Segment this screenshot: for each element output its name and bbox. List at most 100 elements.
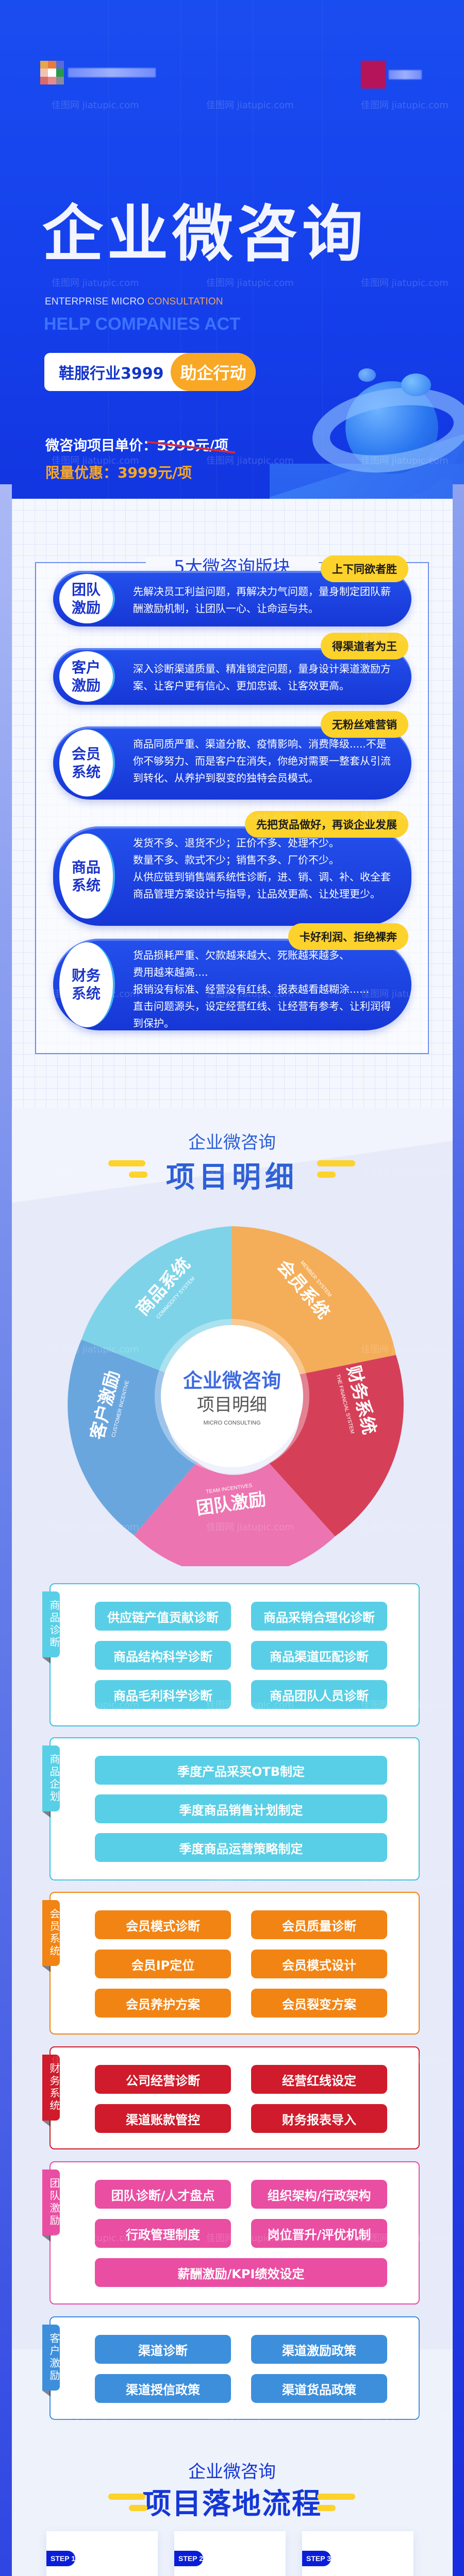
- logo-icon: [40, 61, 64, 84]
- category-item-button[interactable]: 岗位晋升/评优机制: [251, 2219, 387, 2248]
- category-item-button[interactable]: 财务报表导入: [251, 2104, 387, 2133]
- pain-card: 无粉丝难营销 会员 系统 商品同质严重、渠道分散、疫情影响、消费降级.....不…: [53, 711, 411, 800]
- category-item-button[interactable]: 商品团队人员诊断: [251, 1680, 387, 1709]
- category-item-button[interactable]: 经营红线设定: [251, 2065, 387, 2094]
- wheel-segment-team: [134, 1462, 335, 1566]
- hero-promo-pill: 鞋服行业3999 助企行动: [44, 353, 256, 391]
- category-item-button[interactable]: 商品采销合理化诊断: [251, 1602, 387, 1631]
- step-number-badge: STEP 3: [302, 2551, 331, 2566]
- category-item-button[interactable]: 季度产品采买OTB制定: [95, 1756, 387, 1785]
- category-tag: 会员系统: [42, 1900, 60, 1972]
- brand-name-blurred: [68, 68, 156, 77]
- category-item-button[interactable]: 渠道诊断: [95, 2335, 231, 2364]
- wheel-center-subtitle: 项目明细: [197, 1395, 267, 1415]
- category-item-button[interactable]: 会员裂变方案: [251, 1989, 387, 2018]
- section-title: 项目明细: [166, 1161, 298, 1194]
- en-text-white: ENTERPRISE MICRO: [45, 296, 147, 307]
- category-item-button[interactable]: 季度商品销售计划制定: [95, 1794, 387, 1823]
- pain-description: 发货不多、退货不少；正价不多、处理不少。 数量不多、款式不少；销售不多、厂价不少…: [133, 837, 391, 900]
- category-item-button[interactable]: 行政管理制度: [95, 2219, 231, 2248]
- category-item-button[interactable]: 商品毛利科学诊断: [95, 1680, 231, 1709]
- en-text-orange: CONSULTATION: [147, 296, 223, 307]
- pain-badge: 卡好利润、拒绝裸奔: [288, 923, 408, 950]
- pain-badge: 得渠道者为王: [321, 633, 408, 659]
- pain-description: 深入诊断渠道质量、精准锁定问题，量身设计渠道激励方案、让客户更有信心、更加忠诚、…: [133, 663, 391, 692]
- category-item-button[interactable]: 商品渠道匹配诊断: [251, 1641, 387, 1670]
- pain-description: 先解决员工利益问题，再解决力气问题，量身制定团队薪酬激励机制，让团队一心、让命运…: [133, 585, 391, 615]
- pain-category-circle: 财务 系统: [59, 942, 115, 1027]
- pain-description: 货品损耗严重、欠款越来越大、死账越来越多、 费用越来越高.... 报销没有标准、…: [133, 949, 391, 1029]
- pain-card: 上下同欲者胜 团队 激励 先解决员工利益问题，再解决力气问题，量身制定团队薪酬激…: [53, 555, 411, 626]
- category-item-button[interactable]: 渠道账款管控: [95, 2104, 231, 2133]
- original-price: 5999元/项: [157, 438, 229, 454]
- sphere-icon: [345, 381, 438, 474]
- promo-price: 3999元/项: [118, 464, 192, 481]
- hero-unit-price: 微咨询项目单价：5999元/项: [45, 434, 228, 454]
- project-wheel-diagram: 企业微咨询 项目明细 MICRO CONSULTING 商品系统 COMMODI…: [68, 1226, 404, 1566]
- small-sphere-icon: [358, 368, 376, 382]
- pain-badge: 上下同欲者胜: [321, 555, 408, 582]
- pain-category-circle: 团队 激励: [59, 574, 115, 623]
- section-title: 项目落地流程: [142, 2487, 322, 2521]
- action-badge: 助企行动: [171, 353, 256, 391]
- step-number-badge: STEP 1: [46, 2551, 75, 2566]
- pain-category-circle: 商品 系统: [59, 834, 115, 919]
- project-detail-heading: 企业微咨询 项目明细: [0, 1128, 464, 1194]
- hero-promo-price: 限量优惠：3999元/项: [45, 462, 192, 482]
- category-item-button[interactable]: 渠道授信政策: [95, 2374, 231, 2403]
- category-item-button[interactable]: 团队诊断/人才盘点: [95, 2180, 231, 2209]
- pain-badge: 无粉丝难营销: [321, 711, 408, 738]
- partner-logo-icon: [361, 61, 386, 89]
- category-item-button[interactable]: 季度商品运营策略制定: [95, 1833, 387, 1862]
- side-border-left: [0, 484, 12, 2576]
- category-tag: 团队激励: [42, 2170, 60, 2242]
- section-subtitle: 企业微咨询: [188, 1132, 276, 1153]
- category-box: 商品企划 季度产品采买OTB制定季度商品销售计划制定季度商品运营策略制定: [42, 1737, 420, 1880]
- hero-title: 企业微咨询: [42, 198, 368, 269]
- category-box: 会员系统 会员模式诊断会员质量诊断会员IP定位会员模式设计会员养护方案会员裂变方案: [42, 1892, 420, 2035]
- pain-description: 商品同质严重、渠道分散、疫情影响、消费降级.....不是你不够努力、而是客户在消…: [133, 738, 391, 784]
- pain-card: 得渠道者为王 客户 激励 深入诊断渠道质量、精准锁定问题，量身设计渠道激励方案、…: [53, 633, 411, 705]
- industry-price-label: 鞋服行业3999: [59, 365, 164, 383]
- category-item-button[interactable]: 渠道激励政策: [251, 2335, 387, 2364]
- category-box: 团队激励 团队诊断/人才盘点组织架构/行政架构行政管理制度岗位晋升/评优机制薪酬激…: [42, 2161, 420, 2304]
- price-label: 微咨询项目单价：: [45, 438, 157, 454]
- category-item-button[interactable]: 公司经营诊断: [95, 2065, 231, 2094]
- category-item-button[interactable]: 商品结构科学诊断: [95, 1641, 231, 1670]
- hero-english-line1: ENTERPRISE MICRO CONSULTATION: [45, 296, 223, 308]
- category-item-button[interactable]: 渠道货品政策: [251, 2374, 387, 2403]
- promo-label: 限量优惠：: [45, 464, 118, 481]
- section-subtitle: 企业微咨询: [188, 2462, 276, 2482]
- hero-3d-illustration: [263, 309, 464, 721]
- wheel-center-en: MICRO CONSULTING: [203, 1420, 260, 1426]
- category-item-button[interactable]: 会员IP定位: [95, 1950, 231, 1978]
- process-step-card: STEP 2 项目研讨 PROJECT DISCUSSION: [174, 2531, 286, 2576]
- category-item-button[interactable]: 会员质量诊断: [251, 1910, 387, 1939]
- category-item-button[interactable]: 会员模式设计: [251, 1950, 387, 1978]
- pain-category-circle: 客户 激励: [59, 651, 115, 702]
- frame-gap: [146, 556, 319, 569]
- process-heading: 企业微咨询 项目落地流程: [0, 2458, 464, 2521]
- category-box: 财务系统公司经营诊断经营红线设定渠道账款管控财务报表导入: [42, 2046, 420, 2149]
- process-step-card: STEP 3 方案制作 PLAN TO MAKE: [302, 2531, 413, 2576]
- pain-card: 卡好利润、拒绝裸奔 财务 系统 货品损耗严重、欠款越来越大、死账越来越多、 费用…: [53, 923, 411, 1030]
- category-tag: 商品企划: [42, 1745, 60, 1818]
- step-number-badge: STEP 2: [174, 2551, 203, 2566]
- side-border-right: [453, 484, 464, 2576]
- category-tag: 客户激励: [42, 2325, 60, 2397]
- pain-badge: 先把货品做好，再谈企业发展: [245, 811, 408, 838]
- pain-card: 先把货品做好，再谈企业发展 商品 系统 发货不多、退货不少；正价不多、处理不少。…: [53, 811, 411, 926]
- category-item-button[interactable]: 会员模式诊断: [95, 1910, 231, 1939]
- category-box: 商品诊断 供应链产值贡献诊断商品采销合理化诊断商品结构科学诊断商品渠道匹配诊断商品…: [42, 1583, 420, 1726]
- category-box: 客户激励 渠道诊断渠道激励政策渠道授信政策渠道货品政策: [42, 2316, 420, 2420]
- category-item-button[interactable]: 薪酬激励/KPI绩效设定: [95, 2258, 387, 2287]
- category-item-button[interactable]: 供应链产值贡献诊断: [95, 1602, 231, 1631]
- hero-english-line2: HELP COMPANIES ACT: [44, 314, 240, 334]
- category-tag: 商品诊断: [42, 1591, 60, 1664]
- category-item-button[interactable]: 会员养护方案: [95, 1989, 231, 2018]
- wheel-center-title: 企业微咨询: [183, 1369, 281, 1392]
- brand-logo-left: [40, 61, 156, 84]
- small-sphere-icon: [401, 374, 431, 396]
- category-item-button[interactable]: 组织架构/行政架构: [251, 2180, 387, 2209]
- brand-logo-right: [361, 61, 422, 89]
